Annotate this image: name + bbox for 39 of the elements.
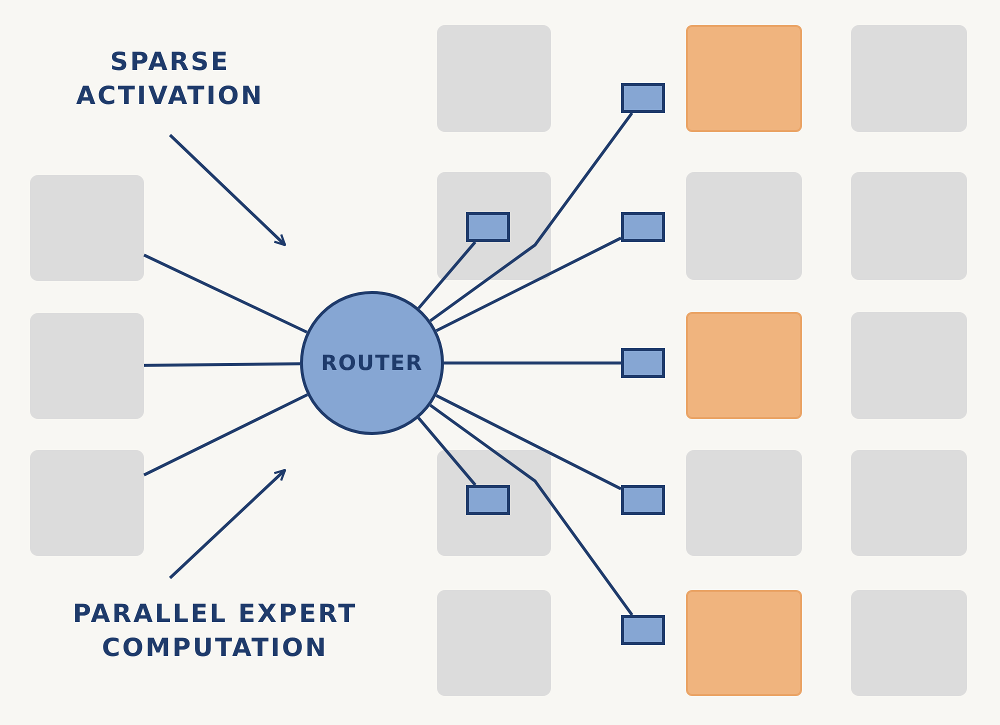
expert-box <box>851 312 967 419</box>
input-box <box>30 450 144 556</box>
annotation-text: PARALLEL EXPERT COMPUTATION <box>70 597 360 667</box>
connector-line <box>429 404 634 616</box>
gate-square <box>621 615 665 645</box>
expert-box <box>437 172 551 280</box>
gate-square <box>621 485 665 515</box>
gate-square <box>621 83 665 113</box>
expert-box <box>851 172 967 280</box>
connector-line <box>144 362 300 367</box>
expert-box <box>437 590 551 696</box>
expert-box <box>851 25 967 132</box>
gate-square <box>466 212 510 242</box>
active-expert-box <box>686 312 802 419</box>
expert-box <box>686 450 802 556</box>
connector-line <box>417 416 476 486</box>
expert-box <box>437 450 551 556</box>
expert-box <box>851 450 967 556</box>
arrow <box>168 134 286 246</box>
connector-line <box>429 112 634 322</box>
active-expert-box <box>686 25 802 132</box>
connector-line <box>436 236 622 332</box>
connector-line <box>436 394 622 490</box>
expert-box <box>686 172 802 280</box>
gate-square <box>621 348 665 378</box>
connector-line <box>444 362 621 364</box>
active-expert-box <box>686 590 802 696</box>
connector-line <box>143 393 308 476</box>
router-circle: ROUTER <box>300 291 444 435</box>
annotation-text: SPARSE ACTIVATION <box>70 45 270 127</box>
gate-square <box>621 212 665 242</box>
gate-square <box>466 485 510 515</box>
input-box <box>30 313 144 419</box>
arrow <box>168 468 286 580</box>
input-box <box>30 175 144 281</box>
expert-box <box>437 25 551 132</box>
expert-box <box>851 590 967 696</box>
connector-line <box>143 254 308 334</box>
connector-line <box>418 241 476 310</box>
